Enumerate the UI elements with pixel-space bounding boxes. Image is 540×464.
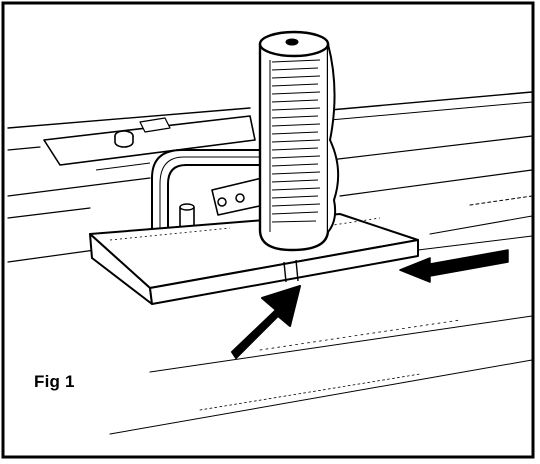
arrow-up-right-icon xyxy=(231,285,301,359)
arrow-left-icon xyxy=(399,249,509,283)
fence-guard xyxy=(43,115,256,171)
base-plate xyxy=(89,213,419,305)
table-surface xyxy=(7,91,533,435)
handle xyxy=(258,30,340,252)
figure-caption: Fig 1 xyxy=(34,372,75,391)
